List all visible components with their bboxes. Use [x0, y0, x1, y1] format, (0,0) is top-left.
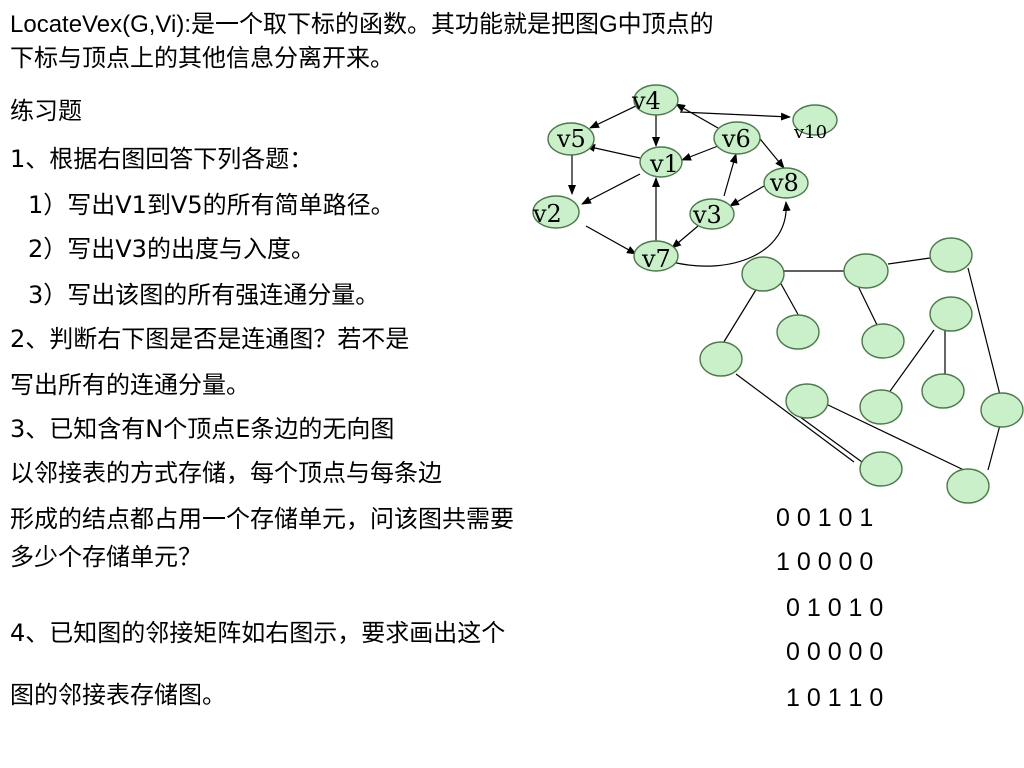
u-node	[859, 389, 903, 425]
u-node	[785, 383, 829, 419]
vertex-v2: v2	[532, 195, 580, 229]
svg-text:v1: v1	[649, 150, 679, 178]
vertex-v5: v5	[547, 122, 595, 156]
vertex-v1: v1	[639, 146, 683, 178]
u-edge	[857, 285, 879, 328]
question-2-line-2: 写出所有的连通分量。	[10, 371, 250, 399]
svg-text:v3: v3	[692, 201, 722, 229]
question-1-2: 2）写出V3的出度与入度。	[28, 235, 315, 263]
edge-v3-v6	[723, 153, 738, 197]
question-1: 1、根据右图回答下列各题：	[10, 145, 314, 173]
vertex-v10: v10	[792, 104, 838, 143]
intro-line-1: LocateVex(G,Vi):是一个取下标的函数。其功能就是把图G中顶点的	[10, 11, 714, 38]
matrix-row-3: 0 1 0 1 0	[786, 594, 884, 622]
undirected-graph-edges	[721, 257, 1001, 473]
u-node	[980, 392, 1024, 428]
edge-v6-v1	[681, 145, 719, 161]
u-node	[929, 296, 973, 332]
edge-v1-v2	[581, 173, 641, 205]
question-2-line-1: 2、判断右下图是否是连通图？若不是	[10, 325, 410, 353]
undirected-graph-nodes	[699, 237, 1024, 504]
directed-graph-edges	[568, 103, 791, 267]
edge-v3-v7	[671, 225, 699, 249]
u-edge	[887, 257, 931, 265]
u-edge	[795, 413, 863, 463]
edge-v2-v7	[585, 225, 637, 255]
question-3-line-4: 多少个存储单元？	[10, 543, 202, 571]
matrix-row-1: 0 0 1 0 1	[776, 504, 874, 532]
svg-text:v7: v7	[641, 245, 671, 273]
svg-text:v4: v4	[631, 87, 661, 115]
question-3-line-1: 3、已知含有N个顶点E条边的无向图	[10, 415, 395, 443]
question-3-line-3: 形成的结点都占用一个存储单元，问该图共需要	[10, 505, 514, 533]
question-1-1: 1）写出V1到V5的所有简单路径。	[28, 191, 395, 219]
u-node	[843, 253, 889, 289]
u-node	[946, 468, 990, 504]
question-1-3: 3）写出该图的所有强连通分量。	[28, 281, 380, 309]
svg-text:v2: v2	[532, 200, 562, 228]
vertex-v3: v3	[689, 198, 735, 230]
svg-text:v5: v5	[556, 125, 586, 153]
matrix-row-4: 0 0 0 0 0	[786, 638, 884, 666]
u-edge	[967, 267, 1001, 396]
u-edge	[825, 403, 969, 473]
u-edge	[735, 373, 855, 463]
svg-text:v10: v10	[793, 122, 827, 143]
edge-v1-v5	[585, 144, 641, 159]
svg-text:v8: v8	[769, 169, 799, 197]
u-edge	[987, 424, 1001, 471]
edge-v4-v10	[679, 111, 791, 121]
matrix-row-2: 1 0 0 0 0	[776, 548, 874, 576]
question-4-line-2: 图的邻接表存储图。	[10, 681, 226, 709]
u-node	[921, 373, 965, 409]
edge-v6-v4	[675, 103, 719, 129]
u-node	[699, 341, 743, 377]
edge-v4-v5	[589, 103, 641, 129]
intro-line-2: 下标与顶点上的其他信息分离开来。	[10, 45, 394, 72]
u-node	[859, 451, 903, 487]
matrix-row-5: 1 0 1 1 0	[786, 684, 884, 712]
u-node	[741, 256, 785, 292]
u-node	[861, 323, 905, 359]
question-4-line-1: 4、已知图的邻接矩阵如右图示，要求画出这个	[10, 619, 506, 647]
exercise-heading: 练习题	[10, 97, 82, 125]
u-edge	[779, 281, 801, 319]
u-node	[776, 314, 820, 350]
u-edge	[721, 279, 763, 346]
edge-v8-v3	[729, 185, 765, 207]
vertex-v7: v7	[633, 240, 679, 273]
u-edge	[887, 329, 935, 395]
svg-text:v6: v6	[721, 125, 751, 153]
question-3-line-2: 以邻接表的方式存储，每个顶点与每条边	[10, 459, 442, 487]
vertex-v6: v6	[713, 121, 761, 155]
u-node	[929, 237, 973, 273]
edge-v6-v8	[755, 133, 785, 169]
vertex-v4: v4	[631, 84, 679, 116]
edge-v7-v8	[671, 201, 791, 267]
vertex-v8: v8	[763, 167, 809, 199]
